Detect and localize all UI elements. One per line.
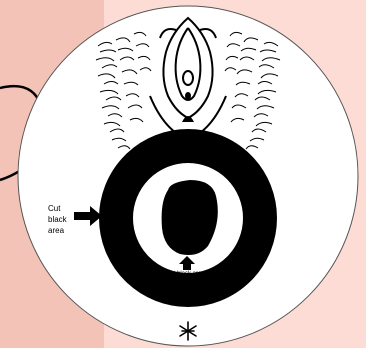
clitoris-mark: [183, 71, 193, 85]
side-label-line-2: black: [48, 215, 68, 224]
side-label-line-1: Cut: [48, 204, 61, 213]
bottom-label: Cut black area: [166, 271, 205, 277]
side-label-line-3: area: [48, 226, 65, 235]
opening-mark: [185, 92, 191, 100]
